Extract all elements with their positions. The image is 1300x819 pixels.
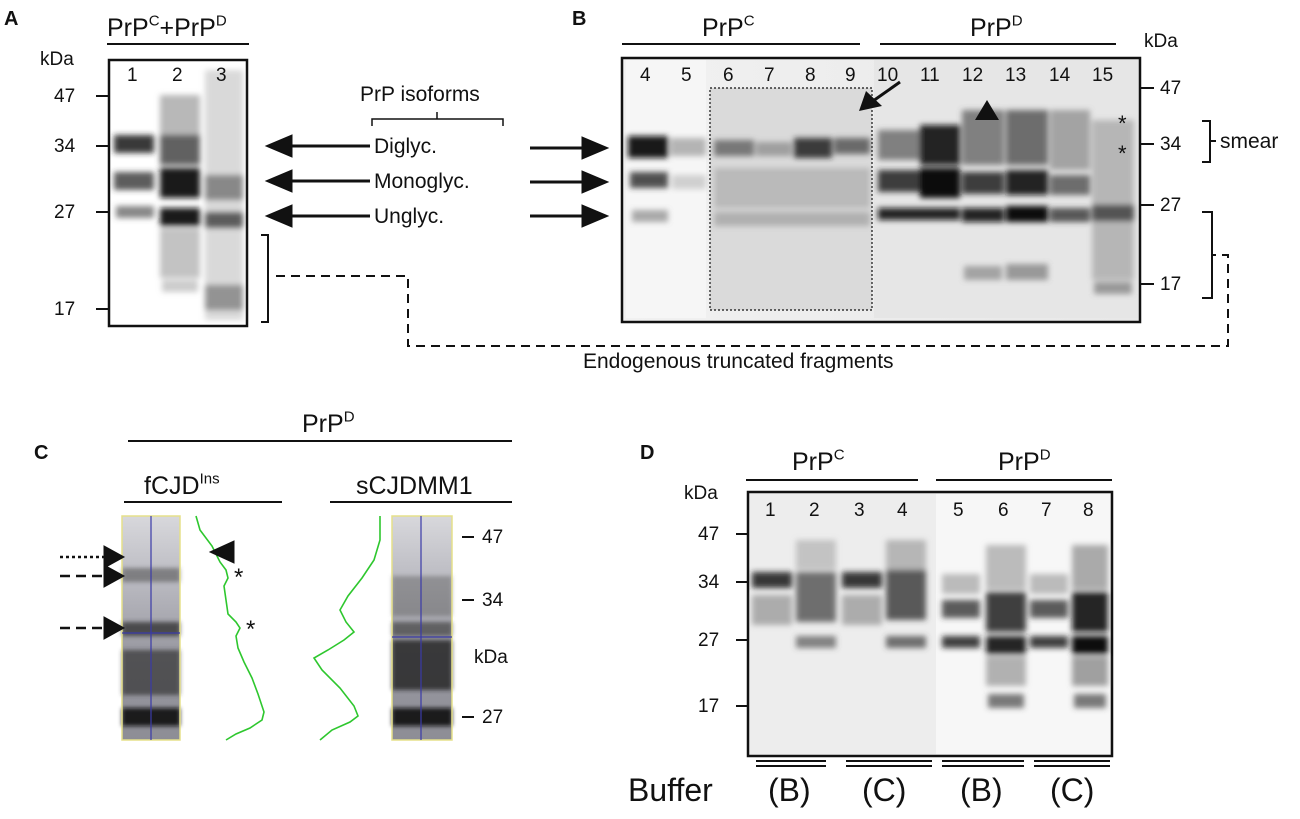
panel-b-star-1: *: [1118, 111, 1127, 136]
panel-b-lane-4: 4: [640, 65, 651, 86]
panel-d-lane-7: 7: [1041, 500, 1052, 521]
panel-b-kda: kDa: [1144, 31, 1178, 52]
panel-b-lane-13: 13: [1005, 65, 1027, 86]
panel-d-marker-47: 47: [698, 524, 720, 545]
profile-left: [195, 515, 265, 741]
panel-d-buffer-2: (C): [862, 772, 907, 808]
panel-a-kda: kDa: [40, 49, 74, 70]
panel-b-blot: [620, 56, 1154, 324]
panel-a-lane-3: 3: [216, 65, 227, 86]
panel-c-marker-47: 47: [482, 527, 504, 548]
panel-c-left-strip: [121, 515, 181, 741]
panel-d-kda: kDa: [684, 483, 718, 504]
panel-c-marker-27: 27: [482, 707, 504, 728]
panel-a-marker-47: 47: [54, 86, 76, 107]
panel-d-lane-1: 1: [765, 500, 776, 521]
panel-d-letter: D: [640, 442, 655, 464]
panel-c-star-1: *: [234, 564, 244, 591]
panel-d-buffer-4: (C): [1050, 772, 1095, 808]
panel-c-left-label: fCJDIns: [144, 470, 220, 500]
legend-unglyc: Unglyc.: [374, 205, 445, 228]
panel-a-letter: A: [4, 8, 19, 30]
legend-title: PrP isoforms: [360, 83, 480, 106]
panel-d-lane-8: 8: [1083, 500, 1094, 521]
panel-b-lane-12: 12: [962, 65, 984, 86]
panel-b-lane-9: 9: [845, 65, 856, 86]
panel-a-lane-2: 2: [172, 65, 183, 86]
panel-c-right-strip: [391, 515, 453, 741]
panel-b-lane-15: 15: [1092, 65, 1114, 86]
panel-d-lane-3: 3: [854, 500, 865, 521]
panel-c-letter: C: [34, 442, 49, 464]
panel-b-lane-7: 7: [764, 65, 775, 86]
panel-c-header: PrPD: [302, 408, 355, 438]
panel-d-buffer-3: (B): [960, 772, 1003, 808]
panel-b-lane-11: 11: [920, 65, 940, 86]
profile-right: [312, 516, 381, 741]
panel-b-lane-14: 14: [1049, 65, 1071, 86]
panel-d-buffer-1: (B): [768, 772, 811, 808]
panel-b-letter: B: [572, 8, 587, 30]
panel-a-marker-27: 27: [54, 202, 76, 223]
panel-d-marker-17: 17: [698, 696, 720, 717]
panel-b-lane-10: 10: [877, 65, 899, 86]
panel-b-marker-34: 34: [1160, 134, 1182, 155]
panel-b-lane-8: 8: [805, 65, 816, 86]
panel-d-group-1: PrPC: [792, 446, 845, 476]
panel-d-lane-6: 6: [998, 500, 1009, 521]
panel-c-kda: kDa: [474, 647, 508, 668]
panel-a-blot: [96, 58, 249, 328]
isoform-arrows: [264, 134, 610, 228]
panel-d-marker-34: 34: [698, 572, 720, 593]
panel-b-marker-27: 27: [1160, 195, 1182, 216]
panel-a-marker-17: 17: [54, 299, 76, 320]
legend-monoglyc: Monoglyc.: [374, 170, 470, 193]
panel-c-star-2: *: [246, 616, 256, 643]
panel-b-lane-6: 6: [723, 65, 734, 86]
panel-c-marker-34: 34: [482, 590, 504, 611]
panel-b-smear: smear: [1220, 130, 1279, 153]
panel-a-lane-1: 1: [127, 65, 138, 86]
panel-a-header: PrPC+PrPD: [107, 12, 227, 42]
panel-d-group-2: PrPD: [998, 446, 1051, 476]
panel-b-marker-17: 17: [1160, 274, 1182, 295]
panel-d-lane-4: 4: [897, 500, 908, 521]
panel-c-right-label: sCJDMM1: [356, 472, 473, 500]
panel-d-blot: [736, 490, 1114, 758]
panel-d-marker-27: 27: [698, 630, 720, 651]
panel-b-star-2: *: [1118, 141, 1127, 166]
panel-d-lane-2: 2: [809, 500, 820, 521]
panel-b-group-2: PrPD: [970, 12, 1023, 42]
panel-b-group-1: PrPC: [702, 12, 755, 42]
panel-d-buffer-label: Buffer: [628, 772, 713, 808]
panel-b-lane-5: 5: [681, 65, 692, 86]
legend-fragments: Endogenous truncated fragments: [583, 350, 894, 373]
panel-d-lane-5: 5: [953, 500, 964, 521]
legend-diglyc: Diglyc.: [374, 135, 438, 158]
panel-a-marker-34: 34: [54, 136, 76, 157]
panel-b-marker-47: 47: [1160, 78, 1182, 99]
